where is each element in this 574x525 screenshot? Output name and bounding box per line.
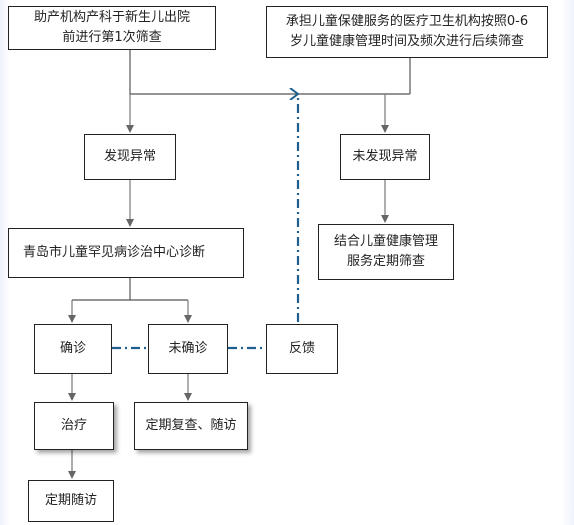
recheck-label: 定期复查、随访 <box>145 418 237 433</box>
feedback-box: 反馈 <box>266 324 338 374</box>
abnormal-label: 发现异常 <box>103 149 156 164</box>
normal-box: 未发现异常 <box>340 134 430 180</box>
birth-screening-box: 助产机构产科于新生儿出院 前进行第1次筛查 <box>8 6 216 50</box>
normal-label: 未发现异常 <box>352 149 418 164</box>
not-confirmed-box: 未确诊 <box>148 324 228 374</box>
treatment-label: 治疗 <box>60 418 87 433</box>
recheck-box: 定期复查、随访 <box>134 402 248 450</box>
not-confirmed-label: 未确诊 <box>168 341 208 356</box>
birth-screening-label: 助产机构产科于新生儿出院 前进行第1次筛查 <box>33 10 190 45</box>
regular-followup-box: 定期随访 <box>28 480 114 522</box>
abnormal-box: 发现异常 <box>84 134 176 180</box>
confirmed-box: 确诊 <box>34 324 112 374</box>
followup-screening-label: 承担儿童保健服务的医疗卫生机构按照0-6 岁儿童健康管理时间及频次进行后续筛查 <box>285 14 529 49</box>
confirmed-label: 确诊 <box>59 341 86 356</box>
followup-screening-box: 承担儿童保健服务的医疗卫生机构按照0-6 岁儿童健康管理时间及频次进行后续筛查 <box>266 6 548 58</box>
diagnosis-center-label: 青岛市儿童罕见病诊治中心诊断 <box>23 245 206 260</box>
diagnosis-center-box: 青岛市儿童罕见病诊治中心诊断 <box>8 228 244 278</box>
feedback-label: 反馈 <box>288 341 315 356</box>
regular-screening-box: 结合儿童健康管理 服务定期筛查 <box>318 224 454 280</box>
regular-screening-label: 结合儿童健康管理 服务定期筛查 <box>333 234 438 269</box>
regular-followup-label: 定期随访 <box>44 493 97 508</box>
treatment-box: 治疗 <box>34 402 114 450</box>
